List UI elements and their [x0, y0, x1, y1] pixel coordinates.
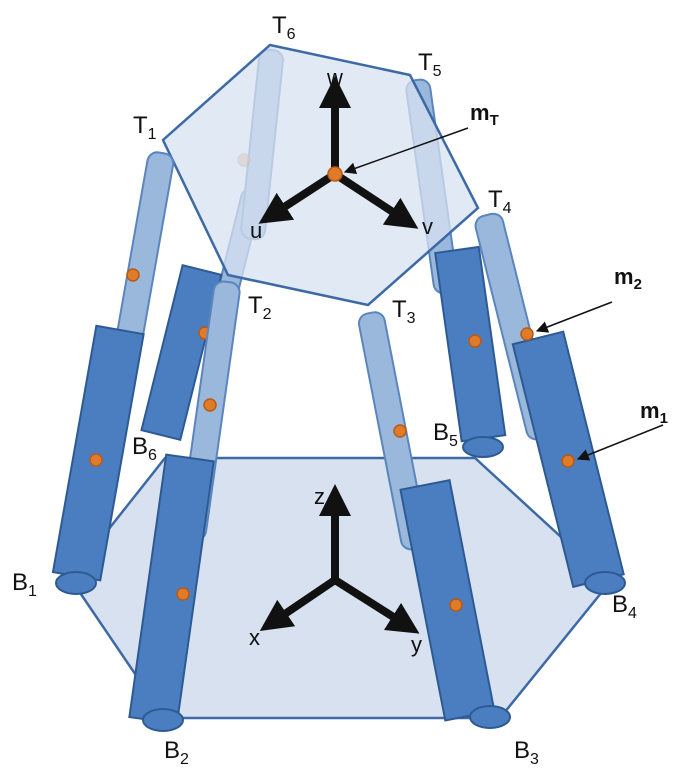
- leg-b4-t4-rod-mass-point: [520, 327, 534, 341]
- top-frame: [258, 76, 419, 229]
- top-platform-mass-point: [327, 166, 343, 182]
- mass-2-pointer: [535, 301, 613, 333]
- joint-label-t6: T6: [272, 12, 296, 43]
- leg-b3-t3-cylinder-mass-point: [449, 598, 463, 612]
- axis-label-y: y: [411, 632, 422, 657]
- axis-label-x: x: [249, 625, 260, 650]
- leg-b3-t3-base-cap: [469, 705, 511, 729]
- joint-label-t5: T5: [418, 49, 442, 80]
- leg-b2-t2: [128, 280, 241, 732]
- joint-label-b6: B6: [132, 433, 157, 464]
- leg-b2-t2-base-cap: [142, 708, 184, 732]
- axis-label-u: u: [250, 218, 262, 243]
- leg-b1-t1-rod-mass-point: [126, 268, 140, 282]
- joint-label-t2: T2: [248, 292, 272, 323]
- top-frame-u-arrow: [258, 170, 338, 224]
- leg-b6-t2-cylinder: [140, 263, 223, 442]
- axis-label-v: v: [422, 214, 433, 239]
- joint-label-b4: B4: [612, 591, 637, 622]
- leg-b4-t4: [474, 212, 626, 595]
- mass-t-pointer: [343, 127, 469, 175]
- leg-b4-t4-cylinder-mass-point: [561, 454, 575, 468]
- base-frame-x-arrow: [259, 576, 338, 631]
- axis-label-w: w: [326, 65, 343, 90]
- base-frame-y-arrow: [332, 576, 420, 634]
- joint-label-b2: B2: [164, 737, 189, 768]
- axis-label-z: z: [314, 484, 325, 509]
- joint-label-b5: B5: [433, 419, 458, 450]
- joint-label-t3: T3: [392, 296, 416, 327]
- mass-1-pointer: [576, 424, 664, 461]
- base-frame: [259, 484, 420, 634]
- leg-b5-t5-mass-point: [468, 334, 482, 348]
- joint-label-b1: B1: [12, 569, 37, 600]
- mass-label-t: mT: [470, 100, 499, 129]
- leg-b4-t4-base-cap: [584, 571, 626, 595]
- leg-b1-t1-cylinder-mass-point: [89, 453, 103, 467]
- leg-b1-t1: [51, 151, 175, 595]
- top-plate: [161, 43, 480, 307]
- leg-b2-t2-rod-mass-point: [203, 398, 217, 412]
- mass-label-1: m1: [640, 398, 668, 427]
- joint-label-t4: T4: [488, 186, 512, 217]
- top-frame-v-arrow: [332, 170, 419, 229]
- leg-b2-t2-cylinder-mass-point: [176, 587, 190, 601]
- leg-b1-t1-base-cap: [55, 571, 97, 595]
- leg-b5-t5-base-cap: [462, 436, 504, 458]
- mass-label-2: m2: [614, 264, 642, 293]
- leg-b3-t3: [357, 311, 511, 729]
- joint-label-b3: B3: [514, 737, 539, 768]
- leg-b3-t3-rod-mass-point: [393, 424, 407, 438]
- joint-label-t1: T1: [133, 112, 157, 143]
